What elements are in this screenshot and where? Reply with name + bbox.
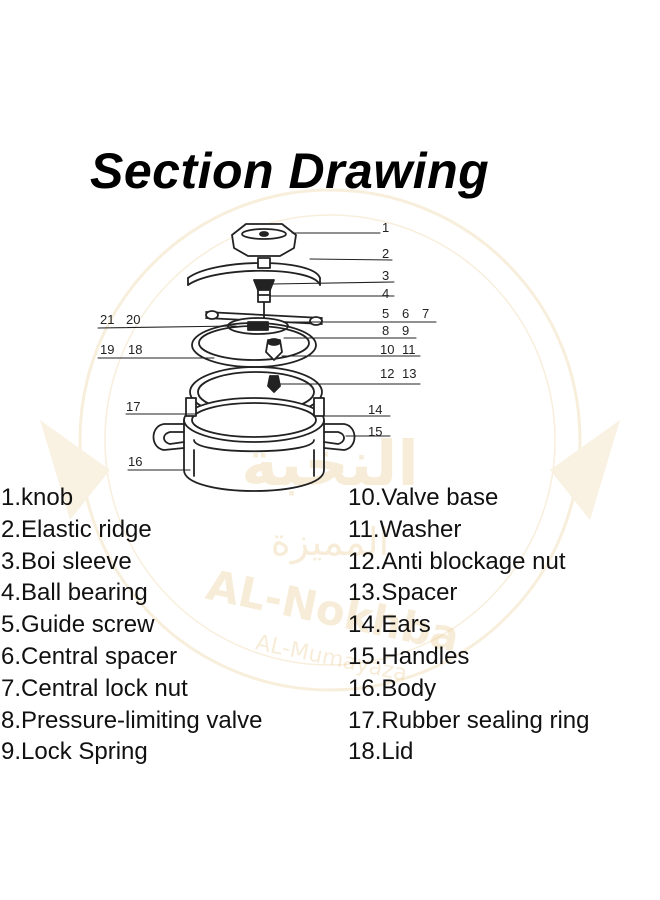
elastic-ridge-part: [187, 257, 321, 286]
legend-item: 13.Spacer: [348, 579, 458, 607]
callout-labels: 1 2 3 4 5 6 7 8 9 10 11 12 13 14 15 16 1…: [100, 220, 429, 469]
legend-item: 1.knob: [1, 484, 74, 511]
legend-item: 9.Lock Spring: [1, 738, 148, 766]
callout-14: 14: [368, 402, 382, 417]
legend-item: 8.Pressure-limiting valve: [1, 706, 263, 734]
callout-21: 21: [100, 312, 114, 327]
legend-item: 6.Central spacer: [1, 642, 178, 670]
legend-item: 2.Elastic ridge: [1, 515, 152, 543]
callout-2: 2: [382, 246, 389, 261]
callout-17: 17: [126, 399, 140, 414]
callout-15: 15: [368, 424, 382, 439]
callout-11: 11: [402, 342, 416, 357]
legend-item: 16.Body: [348, 674, 437, 702]
callout-8: 8: [382, 323, 389, 338]
legend-item: 11.Washer: [348, 515, 462, 543]
callout-16: 16: [128, 454, 142, 469]
callout-10: 10: [380, 342, 394, 357]
legend-item: 18.Lid: [348, 738, 414, 766]
legend-item: 12.Anti blockage nut: [348, 547, 566, 575]
callout-13: 13: [402, 366, 416, 381]
knob-part: [231, 223, 297, 257]
lid-ring-part: [191, 322, 317, 368]
callout-19: 19: [100, 342, 114, 357]
legend-left-column: 1.knob 2.Elastic ridge 3.Boi sleeve 4.Ba…: [1, 482, 262, 768]
callout-9: 9: [402, 323, 409, 338]
anti-blockage-part: [267, 375, 281, 393]
body-part: [152, 397, 356, 492]
leader-lines: [97, 232, 437, 471]
legend-item: 14.Ears: [348, 611, 431, 639]
legend-item: 3.Boi sleeve: [1, 547, 132, 575]
callout-20: 20: [126, 312, 140, 327]
callout-4: 4: [382, 286, 389, 301]
legend-item: 10.Valve base: [348, 484, 499, 511]
callout-1: 1: [382, 220, 389, 235]
legend-item: 7.Central lock nut: [1, 674, 188, 702]
callout-7: 7: [422, 306, 429, 321]
callout-5: 5: [382, 306, 389, 321]
legend-right-column: 10.Valve base 11.Washer 12.Anti blockage…: [348, 482, 590, 768]
legend-item: 15.Handles: [348, 642, 470, 670]
callout-18: 18: [128, 342, 142, 357]
legend-item: 5.Guide screw: [1, 611, 155, 639]
callout-3: 3: [382, 268, 389, 283]
legend-item: 17.Rubber sealing ring: [348, 706, 590, 734]
legend-item: 4.Ball bearing: [1, 579, 148, 607]
callout-6: 6: [402, 306, 409, 321]
callout-12: 12: [380, 366, 394, 381]
page-title: Section Drawing: [90, 143, 490, 199]
